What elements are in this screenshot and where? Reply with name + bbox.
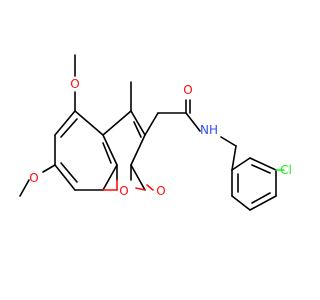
- benzo-ring: [54, 110, 118, 191]
- amide-nitrogen-label: NH: [200, 123, 218, 137]
- methoxy-7: [19, 164, 56, 197]
- carbonyl-oxygen-label: O: [156, 184, 165, 198]
- chlorine-label: Cl: [280, 163, 292, 177]
- amide-chain: [144, 99, 201, 136]
- methoxy-5-oxygen-label: O: [70, 77, 79, 91]
- methoxy-7-oxygen-label: O: [29, 171, 38, 185]
- amide-oxygen-label: O: [183, 83, 192, 97]
- lactone-carbonyl: [130, 164, 154, 191]
- chlorophenyl-ring: [231, 157, 277, 211]
- pyranone-ring: [102, 110, 146, 191]
- chemical-structure: O O O O O NH: [19, 54, 292, 211]
- ring-oxygen-label: O: [119, 184, 128, 198]
- ethyl-linker: [220, 136, 237, 171]
